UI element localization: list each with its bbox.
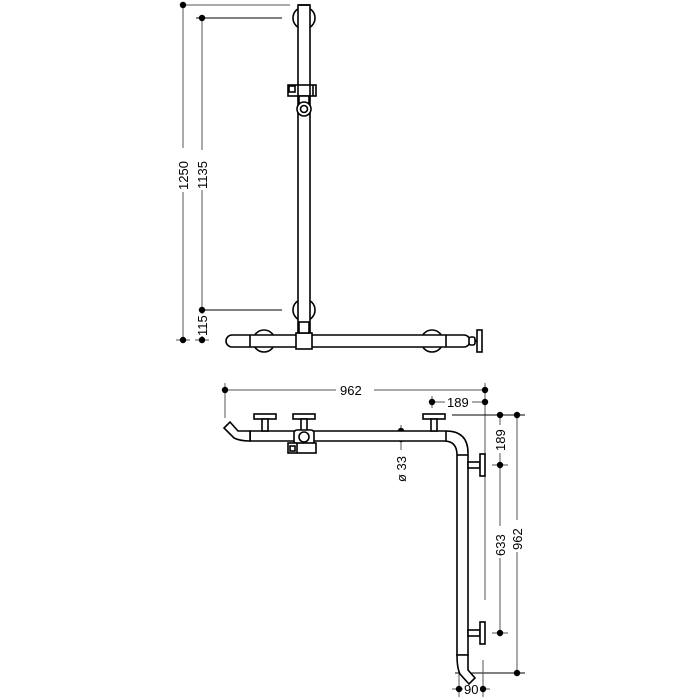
shower-slider [287, 84, 317, 117]
dimension-189-horizontal: 189 [428, 394, 489, 410]
shower-slider-top [287, 429, 317, 454]
dimension-90: 90 [452, 660, 490, 697]
dim-label-189-v: 189 [493, 429, 508, 451]
dimension-1135: 1135 115 [195, 14, 282, 344]
horizontal-bar [225, 321, 483, 353]
dimension-962-horizontal: 962 [221, 381, 489, 600]
dimension-vertical-right: 189 633 962 [452, 411, 525, 677]
l-shaped-tube [222, 420, 477, 686]
dim-label-1135: 1135 [195, 161, 210, 189]
front-view: 1250 1135 115 [176, 1, 483, 353]
dim-label-90: 90 [464, 682, 478, 697]
dimension-1250: 1250 [176, 1, 290, 344]
vertical-tube [297, 4, 311, 336]
dim-label-115: 115 [195, 315, 210, 336]
dim-label-diameter: ø 33 [394, 456, 409, 482]
dim-label-962-h: 962 [340, 383, 362, 398]
dim-label-962-v: 962 [510, 528, 525, 550]
dim-label-633: 633 [493, 534, 508, 556]
wall-mounts-vertical [467, 453, 486, 645]
dim-label-1250: 1250 [176, 161, 191, 190]
wall-mounts-horizontal [253, 413, 446, 432]
dim-label-189-h: 189 [447, 395, 469, 410]
top-view: 962 189 189 633 [221, 381, 525, 697]
